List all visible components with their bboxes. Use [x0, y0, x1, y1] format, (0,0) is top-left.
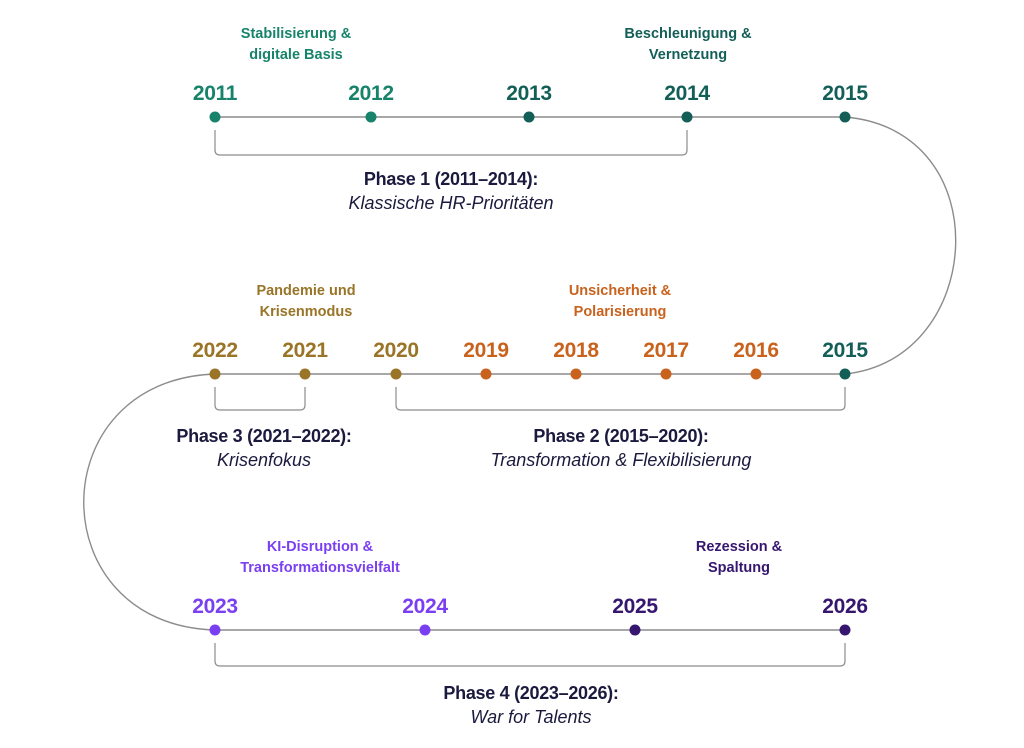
year-label-2015-top: 2015	[822, 82, 868, 105]
timeline-dot-2022	[209, 368, 221, 380]
phase-title: Phase 2 (2015–2020):	[533, 426, 709, 446]
era-line: Stabilisierung &	[240, 26, 352, 42]
era-line: Krisenmodus	[259, 304, 353, 320]
era-line: Transformationsvielfalt	[240, 560, 400, 576]
era-line: Unsicherheit &	[568, 283, 672, 299]
year-label-2012: 2012	[348, 82, 394, 105]
year-label-2013: 2013	[506, 82, 552, 105]
year-label-2019: 2019	[463, 339, 509, 362]
phase-subtitle: Klassische HR-Prioritäten	[348, 193, 554, 213]
year-label-2022: 2022	[192, 339, 238, 362]
era-line: digitale Basis	[249, 47, 343, 63]
phase-4-label: Phase 4 (2023–2026): War for Talents	[443, 681, 618, 729]
year-label-2017: 2017	[643, 339, 689, 362]
timeline-dot-2013	[523, 111, 535, 123]
year-label-2025: 2025	[612, 595, 658, 618]
phase-2-label: Phase 2 (2015–2020): Transformation & Fl…	[491, 424, 752, 472]
era-line: Polarisierung	[573, 304, 667, 320]
timeline-dot-2011	[209, 111, 221, 123]
timeline-dot-2015-top	[839, 111, 851, 123]
year-label-2020: 2020	[373, 339, 419, 362]
timeline-dot-2023	[209, 624, 221, 636]
phase-title: Phase 3 (2021–2022):	[176, 426, 352, 446]
era-line: Rezession &	[695, 539, 783, 555]
era-line: Beschleunigung &	[624, 26, 752, 42]
era-line: KI-Disruption &	[266, 539, 374, 555]
phase-title: Phase 4 (2023–2026):	[443, 683, 619, 703]
timeline-dot-2020	[390, 368, 402, 380]
timeline-dot-2026	[839, 624, 851, 636]
era-line: Pandemie und	[256, 283, 356, 299]
era-label-unsicherheit: Unsicherheit & Polarisierung	[569, 281, 671, 323]
timeline-dot-2015-mid	[839, 368, 851, 380]
phase-3-label: Phase 3 (2021–2022): Krisenfokus	[176, 424, 351, 472]
year-label-2018: 2018	[553, 339, 599, 362]
year-label-2021: 2021	[282, 339, 328, 362]
era-line: Vernetzung	[648, 47, 728, 63]
timeline-dot-2019	[480, 368, 492, 380]
year-label-2015-mid: 2015	[822, 339, 868, 362]
phase-1-label: Phase 1 (2011–2014): Klassische HR-Prior…	[348, 167, 553, 215]
timeline-dot-2018	[570, 368, 582, 380]
phase-subtitle: Transformation & Flexibilisierung	[490, 450, 752, 470]
era-label-stabilisierung: Stabilisierung & digitale Basis	[241, 24, 351, 66]
timeline-dot-2014	[681, 111, 693, 123]
phase-subtitle: Krisenfokus	[216, 450, 312, 470]
year-label-2026: 2026	[822, 595, 868, 618]
era-label-beschleunigung: Beschleunigung & Vernetzung	[624, 24, 751, 66]
era-line: Spaltung	[707, 560, 771, 576]
year-label-2016: 2016	[733, 339, 779, 362]
timeline-dot-2021	[299, 368, 311, 380]
phase-subtitle: War for Talents	[470, 707, 592, 727]
era-label-pandemie: Pandemie und Krisenmodus	[256, 281, 355, 323]
timeline-dot-2025	[629, 624, 641, 636]
era-label-rezession: Rezession & Spaltung	[696, 537, 782, 579]
year-label-2023: 2023	[192, 595, 238, 618]
year-label-2014: 2014	[664, 82, 710, 105]
phase-title: Phase 1 (2011–2014):	[363, 169, 539, 189]
timeline-dot-2016	[750, 368, 762, 380]
timeline-dot-2017	[660, 368, 672, 380]
timeline-dot-2012	[365, 111, 377, 123]
year-label-2011: 2011	[192, 82, 238, 105]
era-label-ki-disruption: KI-Disruption & Transformationsvielfalt	[240, 537, 400, 579]
timeline-dot-2024	[419, 624, 431, 636]
year-label-2024: 2024	[402, 595, 448, 618]
